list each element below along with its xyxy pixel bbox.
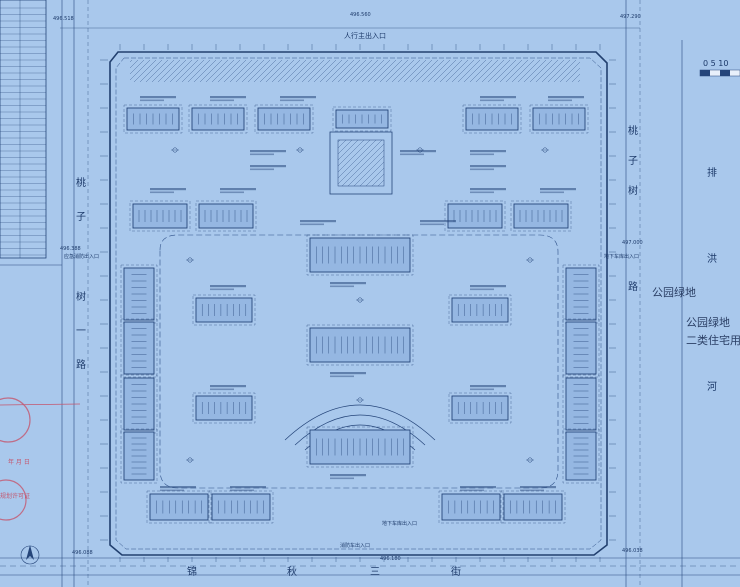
north-plaza xyxy=(130,60,580,82)
north-building-1 xyxy=(123,104,183,134)
coord-nw: 496.518 xyxy=(53,16,74,22)
center-building-2 xyxy=(306,324,414,366)
east-vertical-2 xyxy=(562,318,600,378)
east-building-a xyxy=(444,200,506,232)
east-building-d xyxy=(448,392,512,424)
center-building-3 xyxy=(306,426,414,468)
coord-ne: 497.290 xyxy=(620,14,641,20)
svg-text:路: 路 xyxy=(76,358,86,371)
north-building-4 xyxy=(462,104,522,134)
north-gate-label: 人行主出入口 xyxy=(344,31,386,40)
svg-text:锦: 锦 xyxy=(187,565,197,578)
east-building-b xyxy=(510,200,572,232)
north-building-center xyxy=(332,106,392,132)
dimension-annotations xyxy=(100,44,616,562)
central-square xyxy=(329,131,393,195)
coord-east-mid: 497.000 xyxy=(622,240,643,246)
svg-text:树: 树 xyxy=(628,184,638,197)
west-vertical-1 xyxy=(120,264,158,324)
scale-label: 0 5 10 xyxy=(703,59,728,68)
scale-bar: 0 5 10 xyxy=(699,59,740,77)
svg-text:路: 路 xyxy=(628,280,638,293)
west-vertical-2 xyxy=(120,318,158,378)
coord-se: 496.038 xyxy=(622,548,643,554)
coord-n: 496.560 xyxy=(350,12,371,18)
east-vertical-3 xyxy=(562,374,600,434)
approval-stamp: 规划许可证 年 月 日 xyxy=(0,397,81,521)
north-building-3 xyxy=(254,104,314,134)
site-boundary xyxy=(109,51,608,556)
stamp-text: 规划许可证 xyxy=(0,492,30,500)
legend-table xyxy=(0,0,47,259)
svg-text:一: 一 xyxy=(76,326,86,337)
svg-text:秋: 秋 xyxy=(287,565,297,578)
coord-s: 496.180 xyxy=(380,556,401,562)
svg-text:子: 子 xyxy=(76,211,86,223)
north-building-5 xyxy=(529,104,589,134)
east-vehicle-entrance: 地下车库出入口 xyxy=(604,253,639,260)
west-building-a xyxy=(129,200,191,232)
internal-ring-road xyxy=(159,234,559,489)
west-building-b xyxy=(195,200,257,232)
svg-text:三: 三 xyxy=(370,567,380,578)
south-building-1 xyxy=(146,490,212,524)
north-marker xyxy=(20,545,40,565)
south-building-2 xyxy=(208,490,274,524)
svg-text:河: 河 xyxy=(707,381,717,393)
south-building-3 xyxy=(438,490,504,524)
svg-text:桃: 桃 xyxy=(76,176,86,189)
south-vehicle-entrance: 地下车库出入口 xyxy=(382,520,417,527)
south-gate-entrance: 消防车出入口 xyxy=(340,542,370,549)
river-name: 排 洪 河 xyxy=(707,166,717,393)
south-building-4 xyxy=(500,490,566,524)
center-building-1 xyxy=(306,234,414,276)
west-vehicle-entrance: 应急消防出入口 xyxy=(64,253,99,260)
north-building-2 xyxy=(188,104,248,134)
south-road-name: 锦 秋 三 街 xyxy=(187,565,461,578)
east-road-name: 桃 子 树 路 xyxy=(628,124,638,293)
svg-text:街: 街 xyxy=(451,565,461,578)
west-road-name: 桃 子 树 一 路 xyxy=(76,176,86,371)
stamp-date: 年 月 日 xyxy=(8,458,30,466)
west-vertical-4 xyxy=(120,428,158,484)
west-building-c xyxy=(192,294,256,326)
coord-sw: 496.088 xyxy=(72,550,93,556)
green-zone-label-1: 公园绿地 xyxy=(652,285,696,299)
coord-west-mid: 496.388 xyxy=(60,246,81,252)
east-vertical-1 xyxy=(562,264,600,324)
svg-text:树: 树 xyxy=(76,290,86,303)
west-vertical-3 xyxy=(120,374,158,434)
svg-text:洪: 洪 xyxy=(707,253,717,265)
west-building-d xyxy=(192,392,256,424)
green-zone-label-2: 公园绿地 xyxy=(686,315,730,329)
east-vertical-4 xyxy=(562,428,600,484)
svg-text:排: 排 xyxy=(707,166,717,179)
residential-buildings xyxy=(120,104,600,524)
svg-text:桃: 桃 xyxy=(628,124,638,137)
east-building-c xyxy=(448,294,512,326)
svg-text:子: 子 xyxy=(628,155,638,167)
